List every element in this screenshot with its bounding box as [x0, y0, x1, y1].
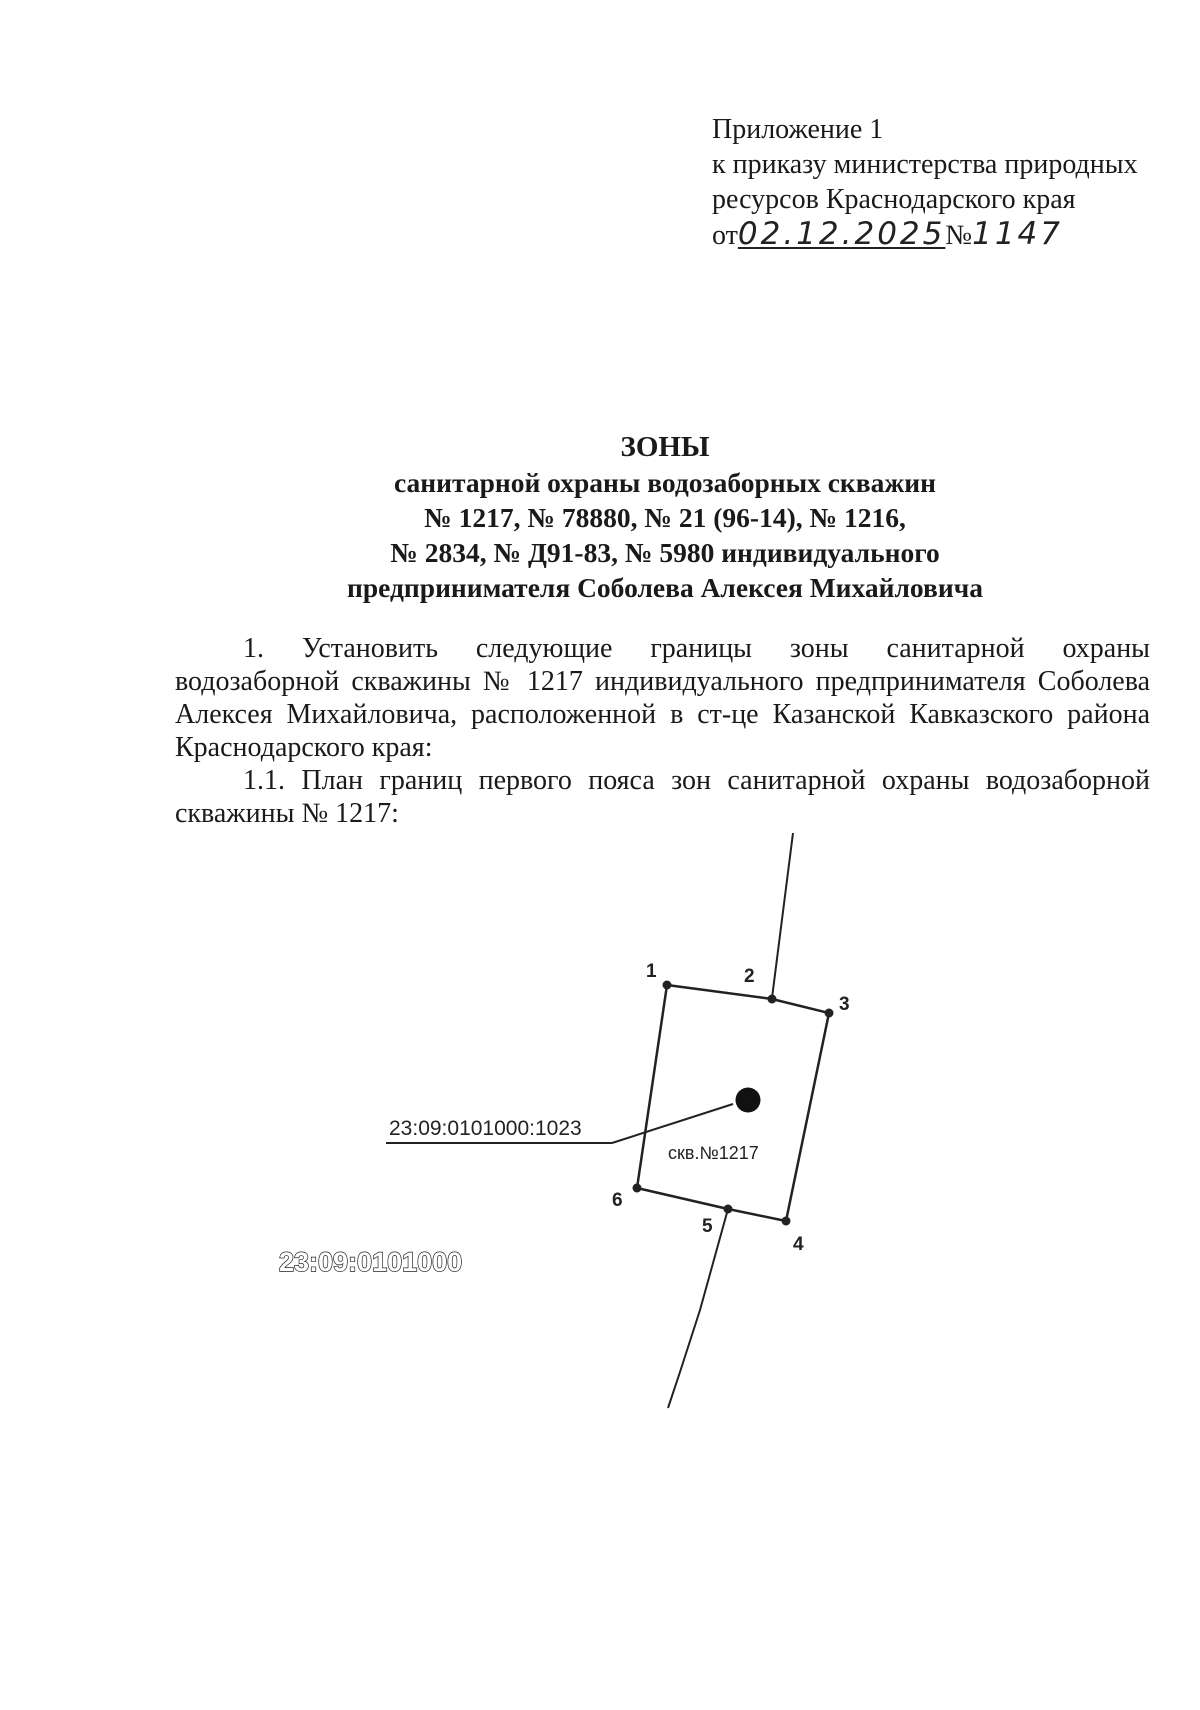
annex-ministry-line: ресурсов Краснодарского края	[712, 184, 1076, 215]
well-label: скв.№1217	[668, 1143, 759, 1163]
paragraph-2: 1.1. План границ первого пояса зон санит…	[175, 765, 1150, 829]
vertex-5	[723, 1204, 733, 1214]
vertex-label-6: 6	[612, 1190, 623, 1211]
vertex-label-4: 4	[793, 1234, 804, 1255]
vertex-4	[781, 1216, 791, 1226]
quarter-label: 23:09:0101000	[279, 1247, 462, 1277]
vertex-label-1: 1	[646, 961, 657, 982]
annex-header: Приложение 1 к приказу министерства прир…	[712, 112, 1182, 253]
vertex-1	[662, 980, 672, 990]
boundary-line-north	[771, 832, 794, 999]
vertex-label-2: 2	[744, 966, 755, 987]
vertex-label-3: 3	[839, 994, 850, 1015]
title-line-3: № 1217, № 78880, № 21 (96-14), № 1216,	[424, 502, 906, 533]
annex-number: 1147	[972, 216, 1063, 252]
well-marker	[735, 1087, 761, 1113]
document-title: ЗОНЫ санитарной охраны водозаборных сква…	[330, 430, 1000, 605]
zone-polygon	[635, 983, 831, 1223]
annex-order-line: к приказу министерства природных	[712, 149, 1138, 180]
boundary-line-south	[667, 1208, 729, 1409]
annex-title: Приложение 1	[712, 114, 884, 145]
vertex-label-5: 5	[702, 1216, 713, 1237]
title-line-5: предпринимателя Соболева Алексея Михайло…	[347, 572, 983, 603]
title-heading: ЗОНЫ	[620, 431, 710, 463]
vertex-2	[767, 994, 777, 1004]
vertex-3	[824, 1008, 834, 1018]
title-line-2: санитарной охраны водозаборных скважин	[394, 467, 936, 498]
annex-from-prefix: от	[712, 220, 738, 251]
zone-vertices	[632, 980, 834, 1226]
title-line-4: № 2834, № Д91-83, № 5980 индивидуального	[390, 537, 940, 568]
parcel-callout-leader	[611, 1103, 734, 1144]
paragraph-1-first-line: 1. Установить следующие границы зоны сан…	[243, 633, 1150, 664]
paragraph-1-rest: водозаборной скважины № 1217 индивидуаль…	[175, 666, 1150, 763]
body-text: 1. Установить следующие границы зоны сан…	[175, 632, 1150, 830]
annex-date: 02.12.2025	[737, 216, 946, 252]
vertex-6	[632, 1183, 642, 1193]
annex-number-prefix: №	[945, 220, 973, 251]
parcel-label: 23:09:0101000:1023	[389, 1117, 582, 1140]
annex-date-line: от02.12.2025№1147	[712, 217, 1182, 253]
